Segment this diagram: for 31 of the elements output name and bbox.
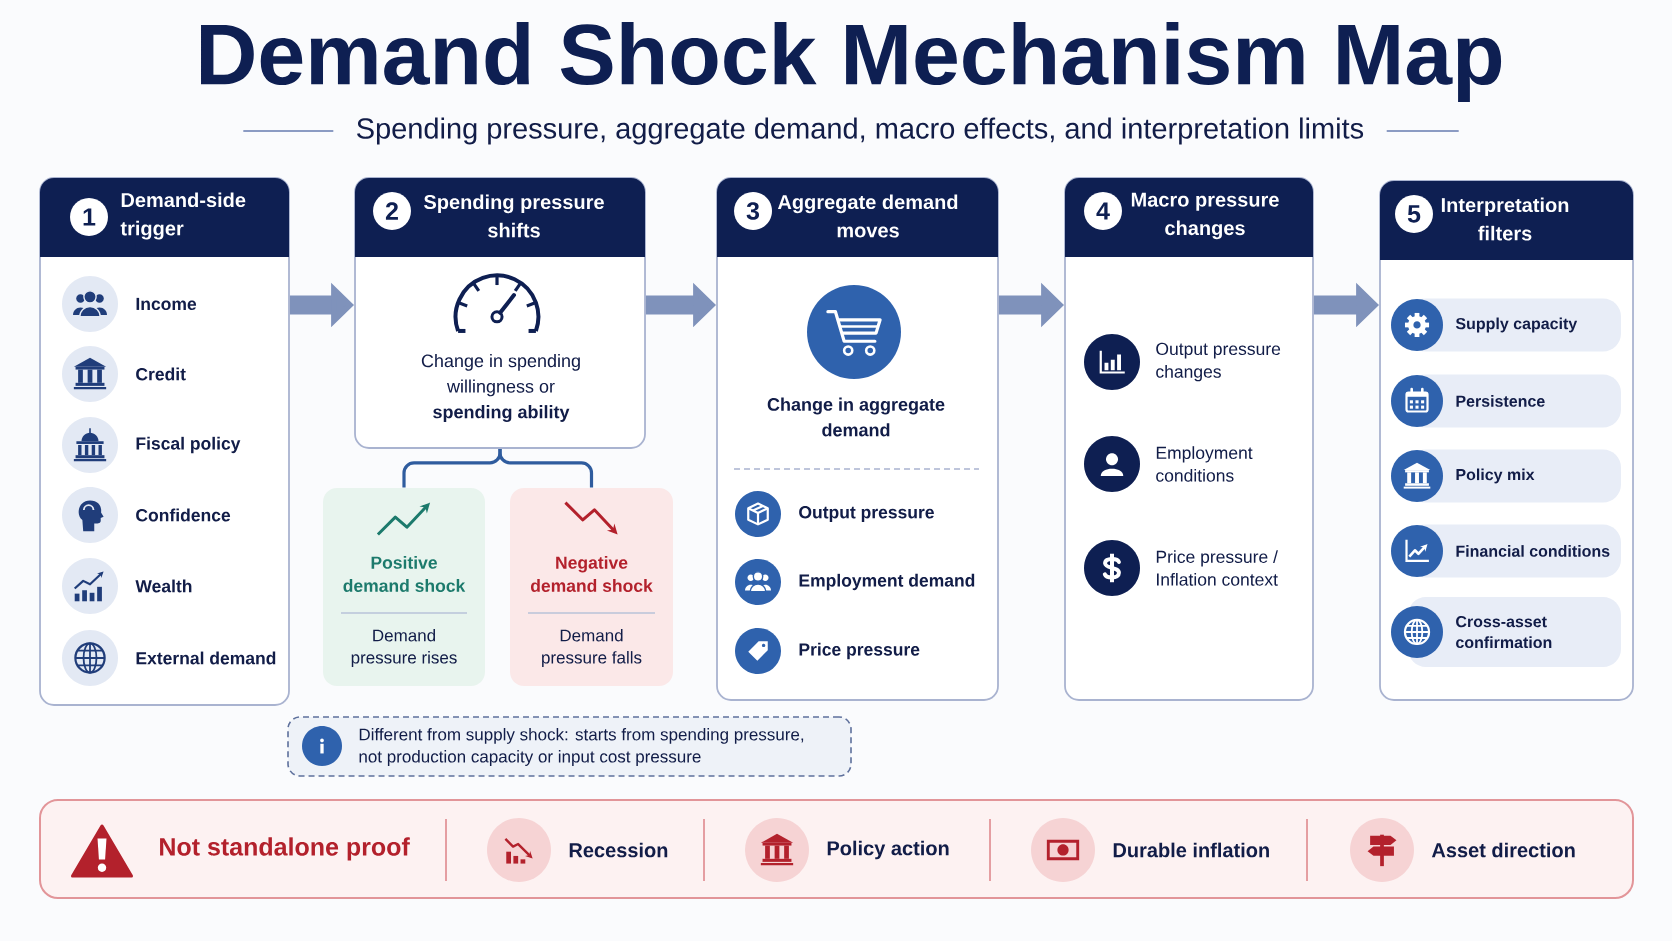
item-label: Credit (136, 367, 186, 381)
item-label: Durable inflation (1113, 842, 1269, 858)
note-box: Different from supply shock: starts from spending pressure, not production capacity or input cost pressure (287, 716, 852, 777)
number-badge: 5 (1395, 195, 1433, 233)
item-label: Income (136, 297, 197, 311)
panel-text: Change in spending willingness or spending ability (421, 354, 580, 422)
item-label: Wealth (135, 579, 192, 593)
number-badge: 3 (734, 192, 772, 230)
card-heading: Negative demand shock (530, 556, 653, 592)
number-badge: 2 (373, 192, 411, 230)
item-label: Recession (569, 842, 668, 858)
title: Demand Shock Mechanism Map (201, 21, 1502, 103)
item-label: Output pressure (799, 506, 934, 522)
item-label: Price pressure (799, 642, 920, 660)
item-label: Confidence (136, 508, 231, 522)
item-label: Employment demand (799, 573, 975, 591)
banner-heading: Not standalone proof (160, 837, 410, 861)
number-badge: 1 (70, 198, 108, 236)
card-text: Demand pressure falls (542, 629, 642, 667)
card-text: Demand pressure rises (351, 629, 457, 667)
panel-text: Change in aggregate demand (767, 397, 945, 437)
item-label: Price pressure / Inflation context (1156, 550, 1278, 586)
number-badge: 4 (1084, 192, 1122, 230)
card-heading: Positive demand shock (343, 556, 466, 592)
item-label: Output pressure changes (1156, 342, 1281, 382)
item-label: External demand (136, 651, 276, 665)
item-label: Employment conditions (1156, 446, 1253, 482)
item-label: Fiscal policy (136, 436, 241, 454)
item-label: Policy action (827, 840, 949, 860)
item-label: Asset direction (1431, 842, 1575, 858)
subtitle: Spending pressure, aggregate demand, macro effects, and interpretation limits (357, 117, 1364, 145)
